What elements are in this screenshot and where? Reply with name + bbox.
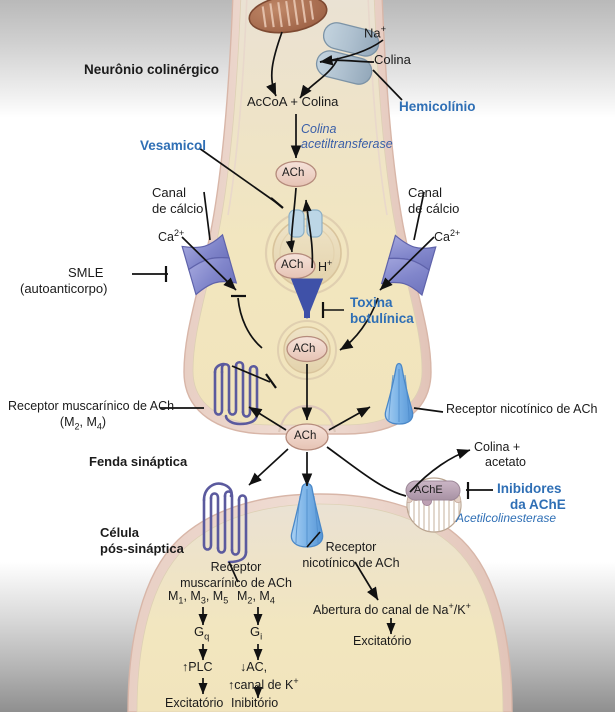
arrow-ach-to-post-muscarinic xyxy=(248,448,289,486)
arrow-calcium-influx-right xyxy=(379,236,435,291)
label-gq-protein: Gq xyxy=(194,624,210,642)
postsynaptic-muscarinic-receptor xyxy=(202,482,248,564)
label-presynaptic-nicotinic-receptor: Receptor nicotínico de ACh xyxy=(446,402,598,416)
label-m2-m4: M2, M4 xyxy=(237,589,275,606)
arrow-ach-to-ache xyxy=(326,446,407,497)
line-hemicholinium xyxy=(372,69,403,101)
label-excitatory-nicotinic: Excitatório xyxy=(353,634,412,648)
ach-cytoplasm xyxy=(275,160,317,188)
line-canal-calcio-right xyxy=(413,191,425,241)
arrow-vesicle-docking-right xyxy=(339,297,379,351)
label-sodium-ion: Na+ xyxy=(364,24,387,41)
line-vesamicol xyxy=(198,147,278,204)
ach-in-fusing-vesicle xyxy=(286,335,328,363)
presynaptic-nicotinic-receptor xyxy=(384,362,414,425)
autoreceptor-inhibition-bar xyxy=(265,373,277,389)
label-excitatory-muscarinic: Excitatório xyxy=(165,696,224,710)
label-smle: SMLE (autoanticorpo) xyxy=(20,265,108,297)
line-autoreceptor-feedback xyxy=(231,365,271,383)
arrow-nic-to-channel-opening xyxy=(354,561,379,601)
label-postsynaptic-muscarinic-receptor: Receptor muscarínico de ACh xyxy=(180,560,292,590)
ache-membrane-inset xyxy=(405,477,462,533)
postsynaptic-cytoplasm xyxy=(136,503,504,712)
label-plc-increase: ↑PLC xyxy=(182,660,213,674)
label-proton: H+ xyxy=(318,258,333,275)
ach-in-cleft xyxy=(285,423,329,451)
arrow-ach-into-vesicle xyxy=(285,187,297,253)
label-postsynaptic-nicotinic-receptor: Receptor nicotínico de ACh xyxy=(302,540,400,570)
line-canal-calcio-left xyxy=(203,191,211,241)
label-ach-in-vesicle: ACh xyxy=(281,259,304,271)
line-vesicle-mobilization-left xyxy=(237,297,263,349)
label-muscarinic-subtypes-pre: (M2, M4) xyxy=(59,414,107,432)
label-synaptic-cleft: Fenda sináptica xyxy=(89,454,188,469)
leader-post-muscarinic xyxy=(228,561,239,583)
label-cholinergic-neuron: Neurônio colinérgico xyxy=(84,62,220,77)
axon-stripe-right xyxy=(367,0,388,216)
label-ach-cytoplasm: ACh xyxy=(282,167,305,179)
label-potassium-channel: ↑canal de K+ xyxy=(228,676,299,693)
arrow-ach-to-pre-nicotinic xyxy=(328,406,371,431)
label-calcium-ion-left: Ca2+ xyxy=(158,228,185,245)
calcium-channel-right xyxy=(380,234,437,297)
arrow-ache-products xyxy=(409,448,471,493)
label-choline-acetate: Colina + acetato xyxy=(474,440,527,469)
label-ac-decrease: ↓AC, xyxy=(240,660,268,674)
label-botulinum-toxin: Toxina botulínica xyxy=(350,295,414,327)
ache-enzyme-pill xyxy=(405,480,461,501)
label-postsynaptic-cell: Célula pós-sináptica xyxy=(100,525,184,557)
arrow-choline-uptake xyxy=(299,57,339,99)
label-calcium-channel-left: Canal de cálcio xyxy=(152,185,204,216)
label-ache-enzyme: AChE xyxy=(414,484,443,496)
arrow-layer xyxy=(132,31,493,699)
label-acetylcholinesterase: Acetilcolinesterase xyxy=(456,511,557,525)
label-inhibitory: Inibitório xyxy=(231,696,279,710)
arrow-proton-efflux xyxy=(302,199,314,269)
postsynaptic-nicotinic-receptor xyxy=(290,482,324,548)
label-ache-inhibitors: Inibidores da AChE xyxy=(497,481,566,513)
mitochondrion xyxy=(248,0,328,34)
label-m1-m3-m5: M1, M3, M5 xyxy=(168,589,229,606)
label-na-k-channel-opening: Abertura do canal de Na+/K+ xyxy=(313,601,471,618)
label-choline-acetyltransferase: Colina acetiltransferase xyxy=(301,122,393,151)
leader-pre-nicotinic xyxy=(413,407,444,413)
calcium-channel-left xyxy=(181,233,238,296)
vesamicol-inhibition-bar xyxy=(270,197,284,209)
arrow-mito-to-accoa xyxy=(266,31,283,97)
label-vesamicol: Vesamicol xyxy=(140,138,207,153)
label-ach-in-cleft: ACh xyxy=(294,430,317,442)
ach-molecules xyxy=(274,160,329,451)
axon-stripe-left xyxy=(227,0,248,216)
label-presynaptic-muscarinic-receptor: Receptor muscarínico de ACh (M2, M4) xyxy=(8,399,175,432)
label-calcium-ion-right: Ca2+ xyxy=(434,228,461,245)
label-hemicholinium: Hemicolínio xyxy=(399,99,476,114)
leader-post-nicotinic xyxy=(306,531,321,548)
label-ach-fusing-vesicle: ACh xyxy=(293,343,316,355)
arrow-ach-to-pre-muscarinic xyxy=(248,406,287,431)
label-choline-extracellular: Colina xyxy=(374,52,411,67)
arrow-calcium-influx-left xyxy=(181,236,237,291)
label-accoa-choline: AcCoA + Colina xyxy=(247,94,339,109)
botulinum-toxin-marker xyxy=(290,278,344,320)
label-gi-protein: Gi xyxy=(250,624,263,642)
line-choline-to-transporter xyxy=(319,59,375,63)
label-calcium-channel-right: Canal de cálcio xyxy=(408,185,460,216)
